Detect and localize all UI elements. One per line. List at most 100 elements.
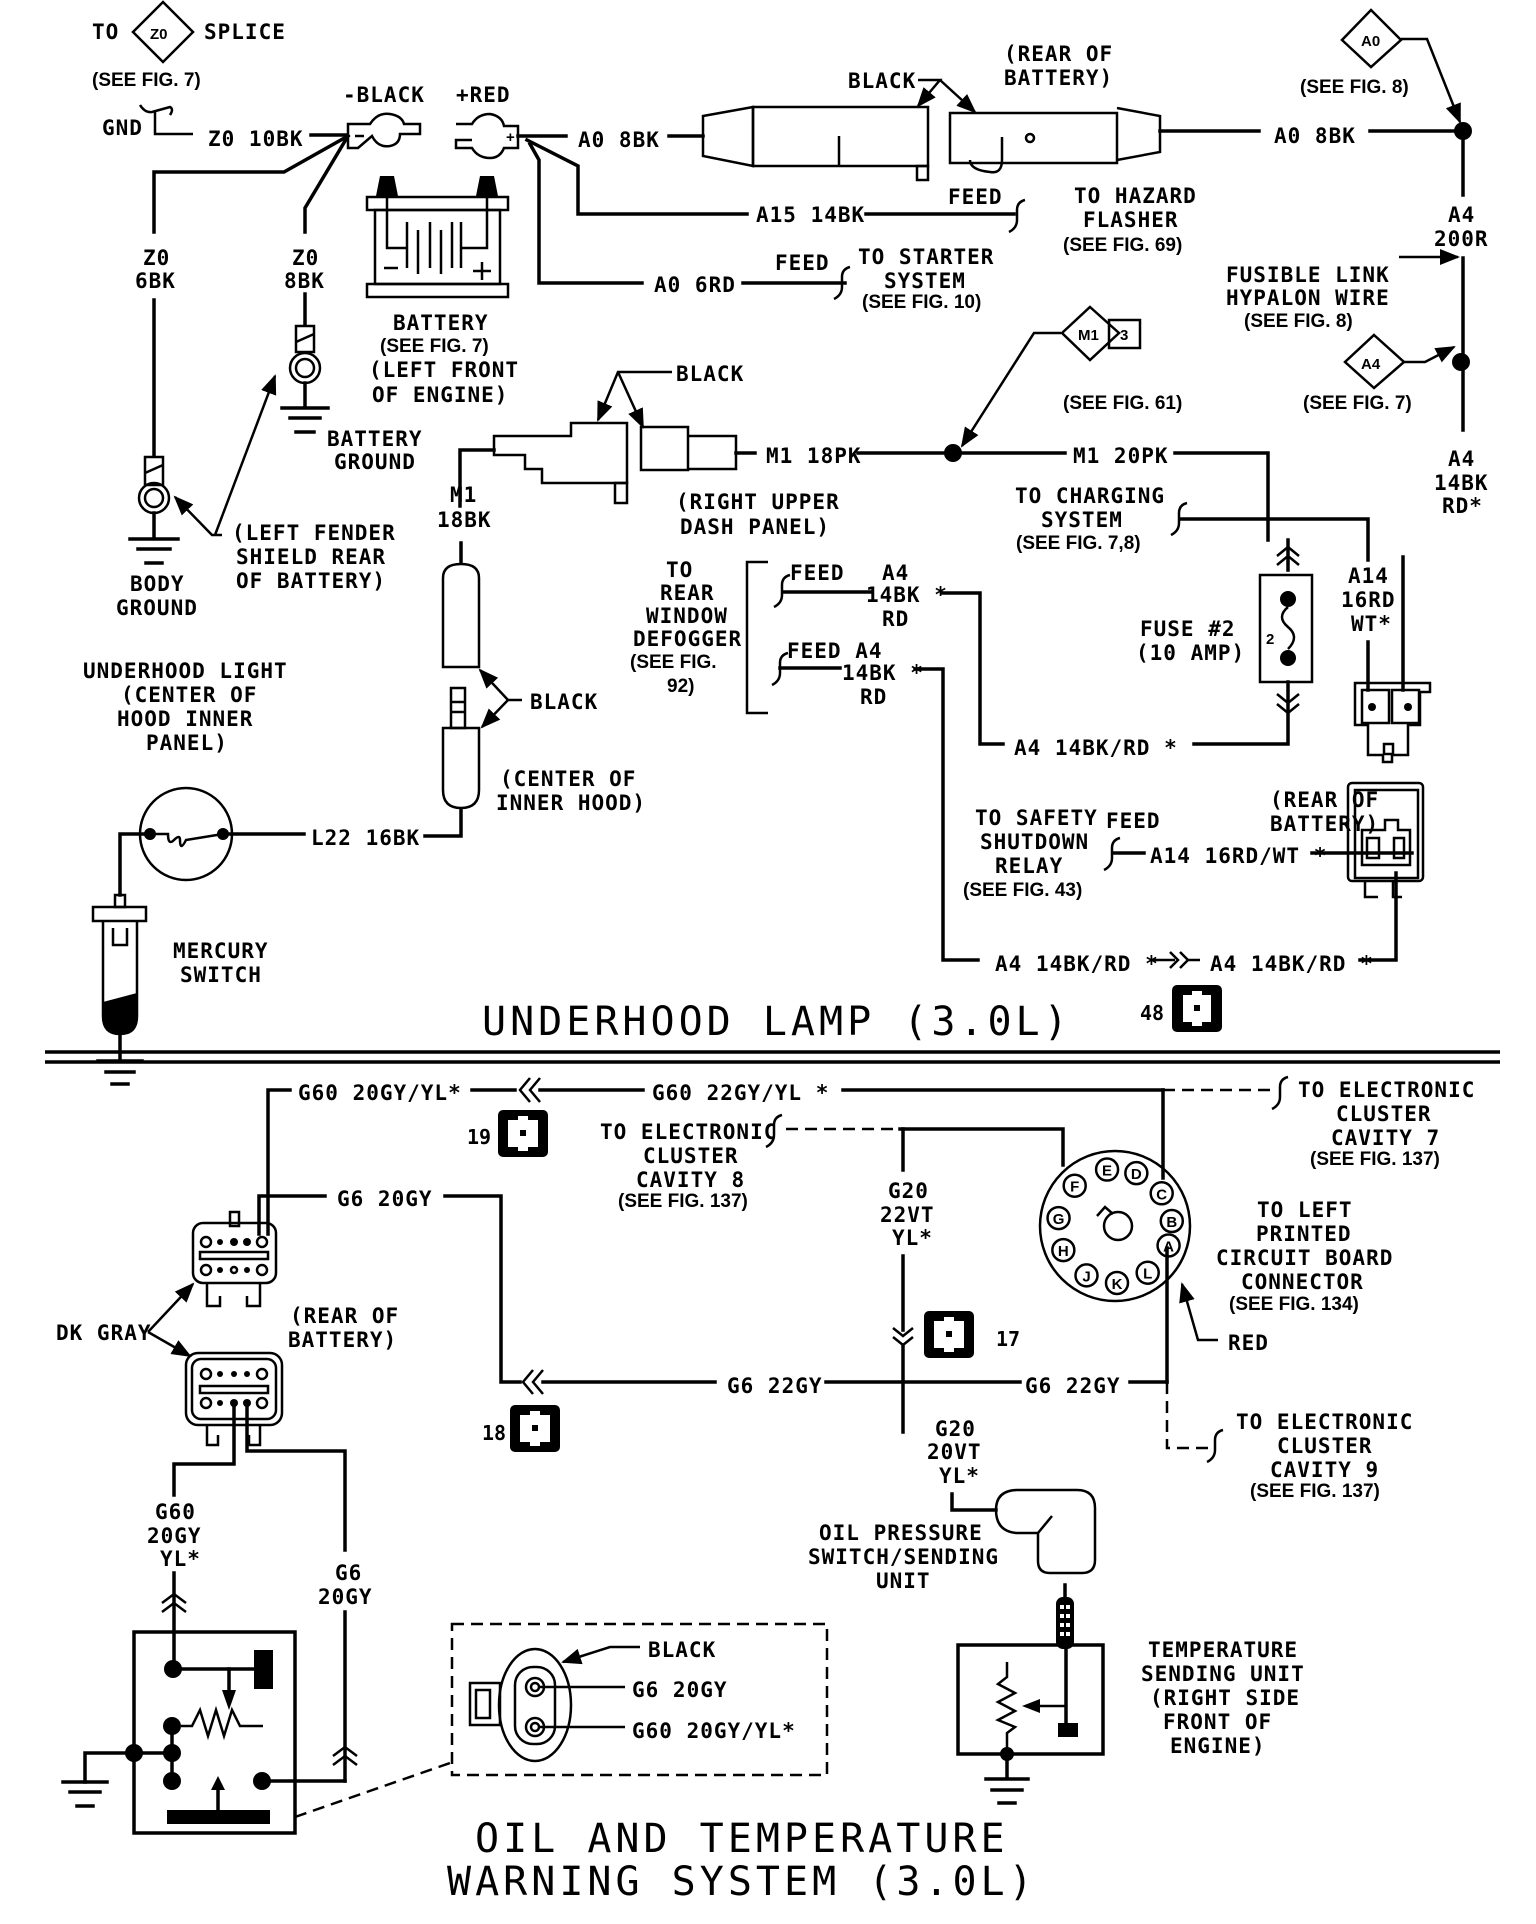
feed-break-icon [1103,836,1121,872]
badge-18-number: 18 [482,1421,506,1445]
center-inner-hood-label-2: INNER HOOD) [496,791,646,815]
svg-text:A4: A4 [1361,356,1381,373]
connector-badge-17-icon[interactable] [924,1311,974,1358]
wire-a15-14bk: A15 14BK [756,203,865,227]
a14-label-3: WT* [1351,612,1392,636]
g6-vertical-label-1: G6 [335,1561,362,1585]
cluster-cavity-8-see-fig[interactable]: (SEE FIG. 137) [618,1191,748,1212]
cluster-cavity-9-label-1: TO ELECTRONIC [1236,1410,1413,1434]
m1-splice-diamond-icon[interactable]: M1 3 [1060,305,1142,362]
pcb-pin-c [1149,1181,1174,1206]
g6-vertical-label-2: 20GY [318,1585,373,1609]
pcb-pin-label: L [1143,1266,1152,1283]
see-fig-7-ref-b[interactable]: (SEE FIG. 7) [1303,393,1412,414]
badge-17-number: 17 [996,1327,1020,1351]
battery-ground-label-1: BATTERY [327,427,423,451]
mercury-switch-label-2: SWITCH [180,963,262,987]
pcb-pin-l [1135,1260,1160,1285]
rear-battery-label-oil-2: BATTERY) [288,1328,397,1352]
right-upper-dash-label-2: DASH PANEL) [680,515,830,539]
wire-l22-16bk: L22 16BK [311,826,420,850]
starter-see-fig[interactable]: (SEE FIG. 10) [862,292,981,313]
black-dash-label: BLACK [676,362,744,386]
red-connector-label: RED [1228,1331,1269,1355]
starter-label-1: TO STARTER [858,245,994,269]
black-hood-label: BLACK [530,690,598,714]
fuse-number: 2 [1266,631,1274,648]
inset-g6-20gy: G6 20GY [632,1678,728,1702]
underhood-lamp-title: UNDERHOOD LAMP (3.0L) [482,999,1072,1045]
rear-battery-label-oil-1: (REAR OF [290,1304,399,1328]
battery-icon [365,176,510,299]
fusible-see-fig[interactable]: (SEE FIG. 8) [1244,311,1353,332]
pcb-label-1: TO LEFT [1257,1198,1353,1222]
wire-a0-8bk-left: A0 8BK [578,128,660,152]
oil-pressure-switch-icon [994,1488,1097,1575]
safety-relay-see-fig[interactable]: (SEE FIG. 43) [963,880,1082,901]
cluster-cavity-7-see-fig[interactable]: (SEE FIG. 137) [1310,1149,1440,1170]
defogger-label-4: DEFOGGER [633,627,742,651]
feed-break-icon [765,1113,783,1149]
fuse-box [1258,573,1314,684]
wire-g6-22gy-right: G6 22GY [1025,1374,1121,1398]
cluster-cavity-7-label-2: CLUSTER [1336,1102,1432,1126]
g20-20vt-label-2: 20VT [927,1440,982,1464]
see-fig-7-ref[interactable]: (SEE FIG. 7) [92,70,201,91]
g20-22vt-label-1: G20 [888,1179,929,1203]
a4-splice-diamond-icon[interactable]: A4 [1343,333,1406,390]
pcb-pin-j [1074,1263,1099,1288]
defogger-see-fig[interactable]: (SEE FIG. [630,652,717,673]
z0-8bk-label-2: 8BK [284,269,325,293]
svg-text:3: 3 [1120,327,1128,344]
a4-14bk-rd-label-1: A4 [1448,447,1475,471]
cluster-cavity-7-label-3: CAVITY 7 [1331,1126,1440,1150]
g20-22vt-label-2: 22VT [880,1203,935,1227]
connector-badge-icon[interactable] [1172,985,1222,1032]
defog-wire-2-b: 14BK * [842,661,924,685]
pcb-pin-label: E [1102,1163,1112,1180]
temperature-sending-unit-icon [956,1597,1105,1805]
cluster-cavity-9-see-fig[interactable]: (SEE FIG. 137) [1250,1481,1380,1502]
body-ground-label-1: BODY [130,572,185,596]
hazard-see-fig[interactable]: (SEE FIG. 69) [1063,235,1182,256]
g60-vertical-label-2: 20GY [147,1524,202,1548]
g20-20vt-label-3: YL* [939,1464,980,1488]
a0-splice-diamond-icon[interactable]: A0 [1340,8,1403,69]
z0-splice-diamond-icon[interactable]: Z0 [131,0,195,64]
inline-connector-symbol [332,1745,358,1766]
pcb-see-fig[interactable]: (SEE FIG. 134) [1229,1294,1359,1315]
right-upper-dash-label-1: (RIGHT UPPER [676,490,840,514]
charging-see-fig[interactable]: (SEE FIG. 7,8) [1016,533,1141,554]
black-connector-label: BLACK [848,69,916,93]
pcb-pin-e [1094,1157,1120,1182]
battery-ground-label-2: GROUND [334,450,416,474]
mercury-switch-label-1: MERCURY [173,939,269,963]
connector-badge-18-icon[interactable] [510,1405,560,1452]
battery-see-fig[interactable]: (SEE FIG. 7) [380,336,489,357]
g20-22vt-label-3: YL* [892,1226,933,1250]
svg-text:+: + [506,129,515,146]
safety-relay-label-1: TO SAFETY [975,806,1098,830]
module-ground-icon [61,1780,109,1808]
g60-vertical-label-1: G60 [155,1500,196,1524]
inline-connector-mating-icon [948,106,1162,174]
fusible-link-label-2: HYPALON WIRE [1226,286,1390,310]
pcb-pin-g [1046,1205,1071,1231]
inline-connector-symbol [521,1369,544,1395]
hood-connector-icon [441,562,481,810]
defogger-see-fig-num[interactable]: 92) [667,676,694,697]
feed-break-icon [1008,198,1026,234]
see-fig-8-ref[interactable]: (SEE FIG. 8) [1300,77,1409,98]
splice-label: SPLICE [204,20,286,44]
fuse-element-icon [1280,606,1296,650]
defogger-bracket [745,560,768,715]
connector-badge-19-icon[interactable] [498,1110,548,1157]
feed-break-icon [1271,1075,1289,1111]
gnd-label: GND [102,116,143,140]
see-fig-61-ref[interactable]: (SEE FIG. 61) [1063,393,1182,414]
wire-a4-bottom-left: A4 14BK/RD * [995,952,1159,976]
mercury-switch-icon [91,893,148,1086]
inline-connector-symbol [161,1592,187,1613]
